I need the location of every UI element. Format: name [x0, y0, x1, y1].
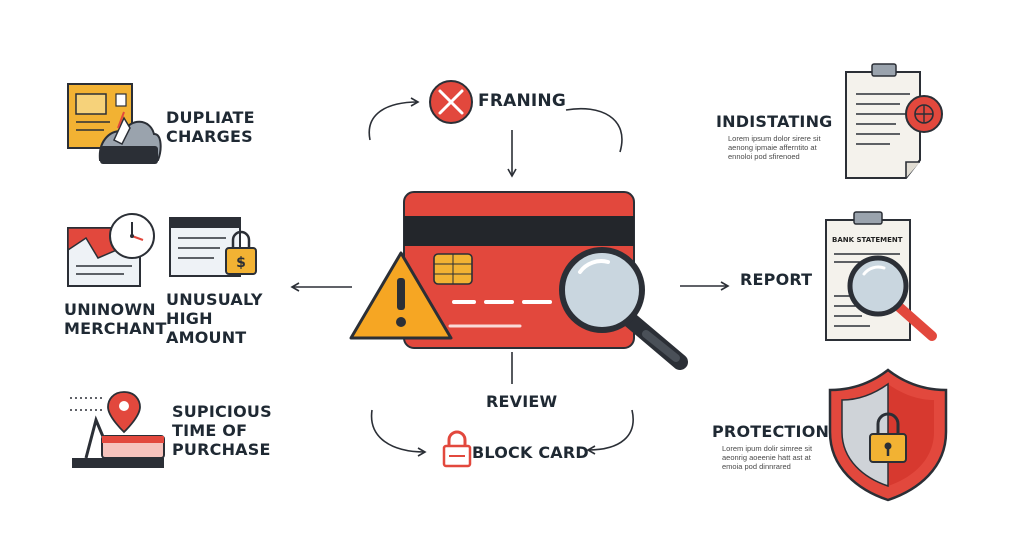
warning-triangle-icon — [349, 251, 453, 340]
x-circle-icon — [429, 80, 473, 124]
top-left-curve-arrow — [368, 97, 420, 141]
svg-text:$: $ — [236, 255, 246, 271]
suspicious-time-label: SUPICIOUS TIME OF PURCHASE — [172, 402, 272, 459]
top-flow-label: FRANING — [478, 91, 566, 111]
indistating-body: Lorem ipsum dolor sirere sit aenong ipma… — [728, 134, 821, 161]
wallet-lock-icon: $ — [169, 217, 257, 277]
merchant-clock-icon — [67, 213, 155, 287]
padlock-icon — [442, 430, 472, 468]
block-card-label: BLOCK CARD — [472, 443, 589, 462]
bottom-right-curve-arrow — [586, 409, 634, 455]
connectors — [290, 97, 730, 457]
review-label: REVIEW — [486, 392, 558, 411]
protection-body: Lorem ipum dolir simree sit aeonrig aoee… — [722, 444, 813, 471]
document-globe-icon — [845, 63, 943, 179]
report-title: REPORT — [740, 270, 813, 289]
bank-statement-heading: BANK STATEMENT — [832, 236, 903, 244]
top-right-curve — [565, 107, 623, 153]
bank-statement-search-icon — [825, 211, 937, 341]
unknown-merchant-label: UNINOWN MERCHANT — [64, 300, 167, 338]
duplicate-receipt-icon — [67, 83, 162, 164]
shield-lock-icon — [828, 368, 948, 502]
indistating-title: INDISTATING — [716, 112, 833, 131]
duplicate-charges-label: DUPLIATE CHARGES — [166, 108, 255, 146]
protection-title: PROTECTION — [712, 422, 830, 441]
magnifying-glass-icon — [559, 247, 688, 370]
high-amount-label: UNUSUALY HIGH AMOUNT — [166, 290, 263, 347]
bottom-left-curve-arrow — [370, 409, 427, 457]
map-pin-icon — [70, 391, 165, 468]
